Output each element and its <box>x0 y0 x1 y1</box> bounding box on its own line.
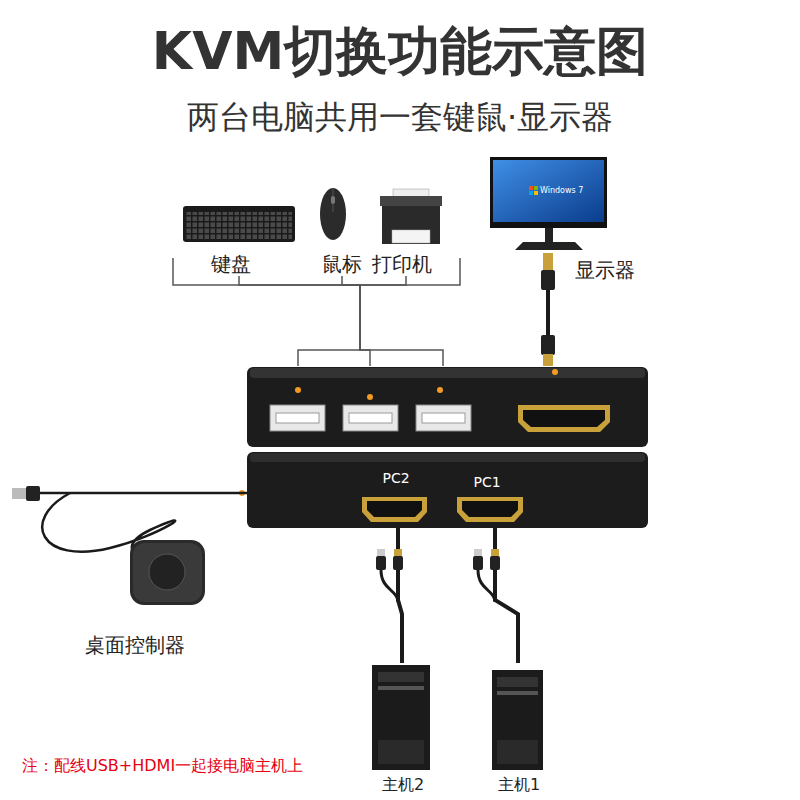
desktop-controller: 桌面控制器 <box>12 476 212 660</box>
node-label: PC2 <box>382 470 409 487</box>
logo-tile <box>529 186 533 190</box>
hdmi-slot <box>367 501 422 517</box>
node-label: 打印机 <box>372 252 432 276</box>
tower-panel <box>378 740 424 764</box>
usb-plug <box>376 556 386 570</box>
indicator-dot <box>295 387 301 393</box>
printer-body <box>382 206 440 244</box>
node-label: 键盘 <box>211 252 251 276</box>
drive-bay <box>497 677 538 687</box>
controller-top <box>133 543 202 602</box>
hdmi-plug <box>393 556 403 570</box>
cable <box>239 276 360 366</box>
node-label: 主机1 <box>498 775 540 794</box>
y-cable-branch <box>478 570 495 602</box>
indicator-dot <box>367 394 373 400</box>
tower-panel <box>497 740 538 764</box>
logo-tile <box>529 191 533 195</box>
hdmi-plug-tip <box>543 253 553 271</box>
mouse: 鼠标 <box>312 183 372 276</box>
keyboard: 键盘 <box>178 198 300 276</box>
kvm-top-unit <box>247 367 648 447</box>
pc-host: 主机1 <box>484 663 552 798</box>
usb-plug <box>473 556 483 570</box>
logo-tile <box>534 186 538 190</box>
monitor-screen <box>493 160 604 222</box>
hdmi-port <box>457 497 523 522</box>
kvm-bottom-face <box>250 453 645 462</box>
kvm-top-face <box>250 368 645 378</box>
indicator-dot <box>552 369 558 375</box>
hdmi-plug <box>541 270 555 290</box>
monitor-base <box>515 242 583 250</box>
logo-tile <box>534 191 538 195</box>
hdmi-slot <box>462 501 518 517</box>
cable <box>342 276 370 366</box>
node-label: 桌面控制器 <box>85 633 185 657</box>
cable <box>495 528 518 663</box>
hdmi-port <box>518 405 610 432</box>
mouse-body <box>320 188 346 240</box>
pc-tower <box>372 665 430 770</box>
kvm-switch: PC2 PC1 <box>247 366 649 528</box>
cable <box>398 528 402 663</box>
controller-cable <box>40 492 212 495</box>
usb-slot <box>422 413 465 423</box>
drive-bay <box>378 686 424 690</box>
usb-plug <box>26 486 40 501</box>
pc-host: 主机2 <box>366 663 438 798</box>
hdmi-plug-tip <box>491 549 499 557</box>
printer: 打印机 <box>368 186 444 276</box>
controller-button <box>149 554 185 590</box>
node-label: 显示器 <box>575 258 635 282</box>
hdmi-plug-tip <box>543 354 553 366</box>
usb-slot <box>349 413 392 423</box>
node-label: PC1 <box>473 474 500 491</box>
monitor-neck <box>545 228 553 242</box>
node-label: 主机2 <box>382 775 424 794</box>
usb-port <box>416 405 471 431</box>
pc-tower <box>492 670 543 770</box>
keyboard-keys <box>186 212 292 239</box>
cable <box>212 492 247 495</box>
title: KVM切换功能示意图 <box>152 20 648 82</box>
kvm-bottom-unit <box>247 452 648 528</box>
y-cable-branch <box>381 570 398 602</box>
printer-lid <box>380 196 442 206</box>
hdmi-port <box>362 497 427 522</box>
usb-plug-metal <box>377 549 385 557</box>
hdmi-plug <box>490 556 500 570</box>
hdmi-plug-tip <box>394 549 402 557</box>
screen-text: Windows 7 <box>540 186 583 196</box>
usb-port <box>343 405 398 431</box>
usb-slot <box>276 413 319 423</box>
cable <box>360 276 443 366</box>
drive-bay <box>497 691 538 695</box>
controller-puck <box>130 540 205 605</box>
indicator-dot <box>437 387 443 393</box>
subtitle: 两台电脑共用一套键鼠·显示器 <box>187 98 613 136</box>
monitor: 显示器 <box>486 153 638 282</box>
usb-port <box>270 405 325 431</box>
hdmi-plug <box>541 335 555 355</box>
mouse-wheel <box>331 196 335 204</box>
usb-plug-metal <box>474 549 482 557</box>
node-label: 鼠标 <box>322 252 362 276</box>
monitor-frame <box>490 157 607 228</box>
hdmi-slot <box>523 410 605 427</box>
keyboard-body <box>183 206 295 242</box>
printer-output <box>392 230 430 243</box>
usb-plug-metal <box>12 488 28 499</box>
note: 注：配线USB+HDMI一起接电脑主机上 <box>22 756 303 775</box>
drive-bay <box>378 672 424 682</box>
